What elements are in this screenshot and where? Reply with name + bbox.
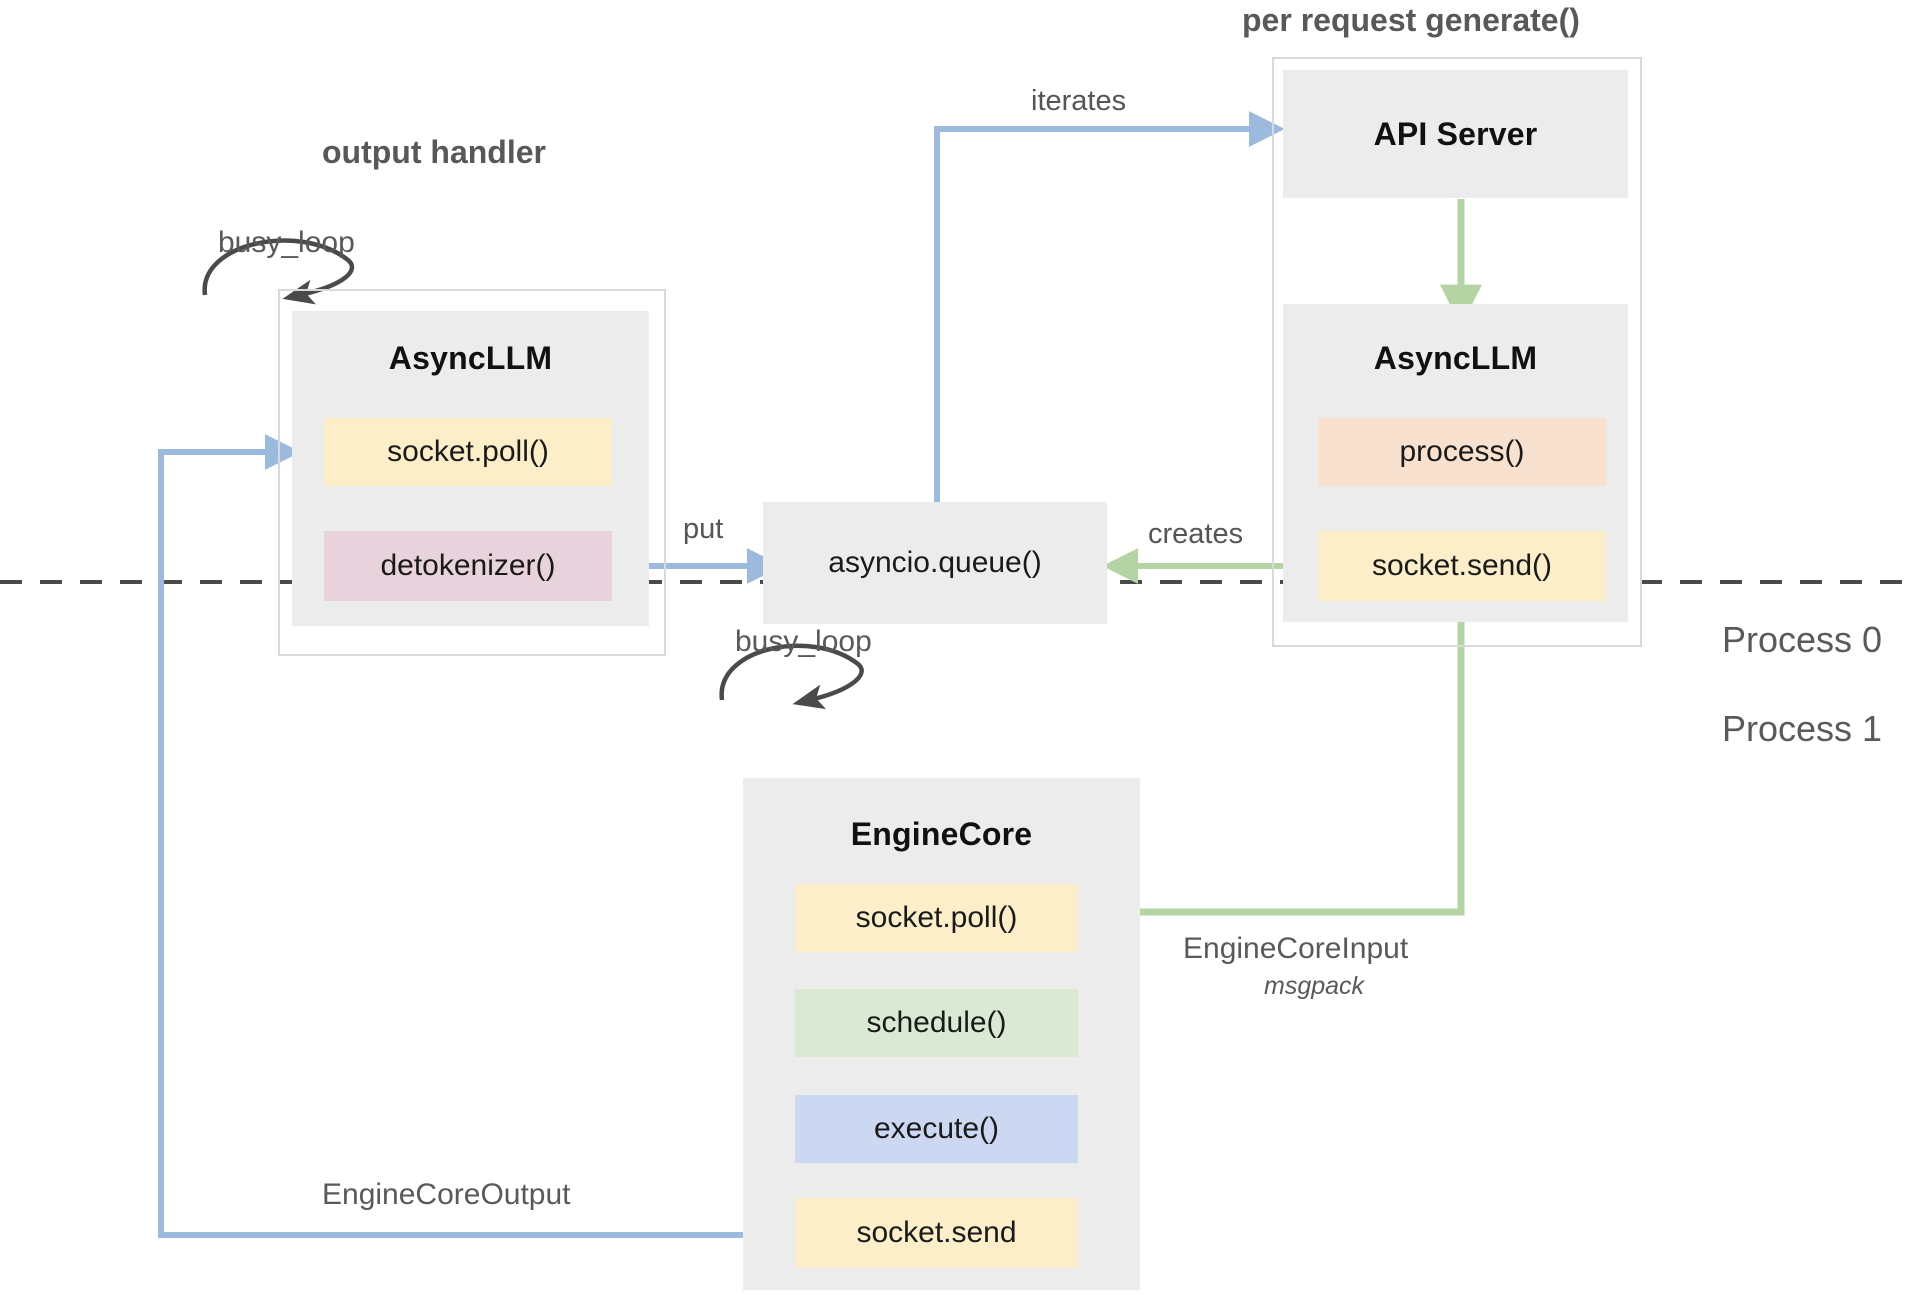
busy-loop-left-label: busy_loop — [218, 226, 355, 259]
engine-core-input-label: EngineCoreInput — [1183, 932, 1409, 965]
chip-socket-send-right[interactable]: socket.send() — [1318, 531, 1606, 601]
chip-socket-send-engine[interactable]: socket.send — [795, 1198, 1078, 1268]
process-label-bottom: Process 1 — [1722, 708, 1883, 749]
async-llm-left-title: AsyncLLM — [388, 340, 553, 376]
busy-loop-engine-label: busy_loop — [735, 625, 872, 658]
engine-core-output-label: EngineCoreOutput — [322, 1178, 571, 1211]
chip-socket-poll-left[interactable]: socket.poll() — [324, 418, 612, 486]
api-server-title: API Server — [1373, 116, 1538, 152]
group-label-output-handler: output handler — [322, 134, 546, 170]
group-label-per-request-generate: per request generate() — [1242, 2, 1580, 38]
output-handler-frame — [278, 289, 666, 656]
put-label: put — [683, 513, 724, 545]
asyncio-queue-box — [763, 502, 1107, 624]
chip-schedule[interactable]: schedule() — [795, 989, 1078, 1057]
chip-socket-poll-engine[interactable]: socket.poll() — [795, 884, 1078, 952]
engine-core-title: EngineCore — [850, 816, 1033, 852]
engine-core-input-sub-label: msgpack — [1264, 972, 1365, 1000]
chip-execute[interactable]: execute() — [795, 1095, 1078, 1163]
chip-detokenizer[interactable]: detokenizer() — [324, 531, 612, 601]
creates-label: creates — [1148, 518, 1244, 550]
asyncio-queue-label: asyncio.queue() — [828, 546, 1042, 579]
iterates-arrow — [934, 111, 1285, 502]
iterates-label: iterates — [1031, 85, 1127, 117]
process-label-top: Process 0 — [1722, 619, 1883, 660]
chip-process[interactable]: process() — [1318, 418, 1606, 486]
async-llm-right-title: AsyncLLM — [1373, 340, 1538, 376]
api-server-box — [1283, 70, 1628, 198]
per-request-generate-frame — [1272, 57, 1642, 647]
